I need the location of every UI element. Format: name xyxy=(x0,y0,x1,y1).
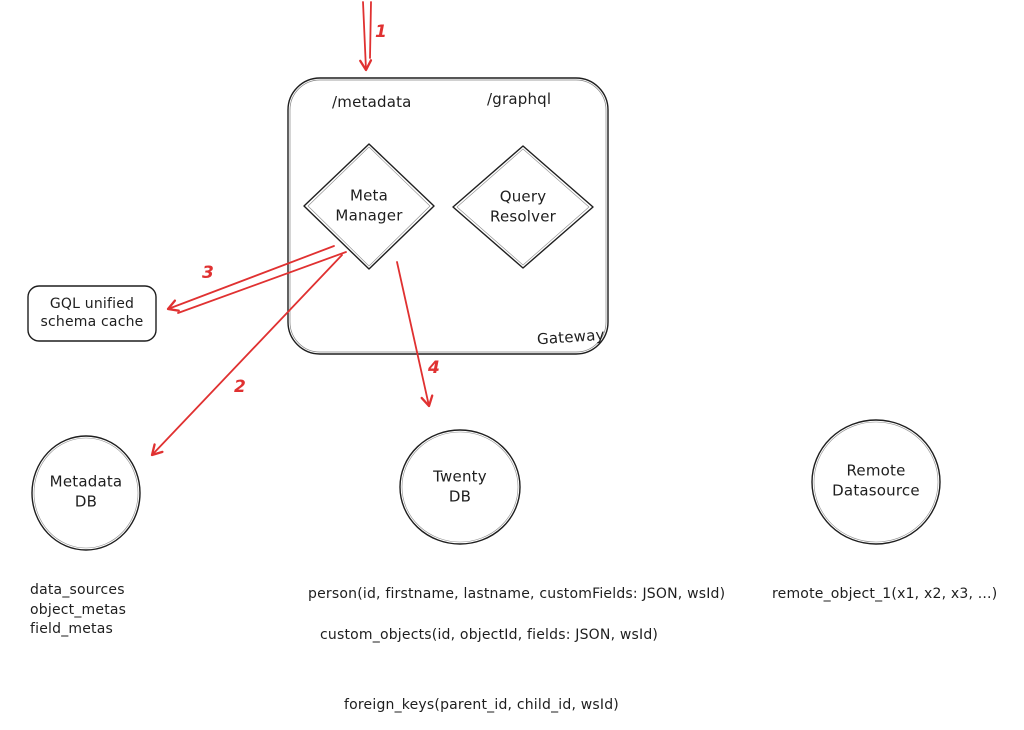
step-3-label: 3 xyxy=(202,263,215,283)
metadata-db-circle-sketch-stroke xyxy=(33,437,139,549)
twenty-db-label: Twenty DB xyxy=(433,467,487,506)
twenty-db-circle xyxy=(399,429,521,545)
meta-manager-diamond xyxy=(303,143,435,270)
endpoint-metadata-label: /metadata xyxy=(332,93,412,111)
custom-objects-table-text: custom_objects(id, objectId, fields: JSO… xyxy=(320,627,659,643)
step-4-label: 4 xyxy=(428,358,441,378)
meta-manager-diamond-sketch-stroke xyxy=(307,146,431,267)
remote-datasource-circle-sketch-stroke xyxy=(813,421,939,543)
remote-datasource-label: Remote Datasource xyxy=(832,461,920,500)
meta-manager-label: Meta Manager xyxy=(335,186,403,225)
metadata-db-label: Metadata DB xyxy=(49,472,123,511)
gql-cache-box xyxy=(27,285,157,342)
arrow-3-sketch-stroke xyxy=(177,251,347,314)
query-resolver-diamond xyxy=(452,145,594,269)
arrow-4-to-twenty-db xyxy=(396,261,434,408)
remote-datasource-circle xyxy=(811,419,941,545)
arrow-2-to-metadata-db xyxy=(150,254,343,457)
metadata-db-circle xyxy=(31,435,141,551)
twenty-db-circle-sketch-stroke xyxy=(401,431,519,543)
metadata-db-tables-text: data_sources object_metas field_metas xyxy=(30,582,127,638)
arrow-1-sketch-stroke xyxy=(369,1,372,59)
endpoint-graphql-label: /graphql xyxy=(487,90,552,108)
foreign-keys-table-text: foreign_keys(parent_id, child_id, wsId) xyxy=(344,697,619,713)
gateway-box xyxy=(287,77,609,355)
query-resolver-label: Query Resolver xyxy=(489,187,557,226)
gql-cache-label: GQL unified schema cache xyxy=(40,295,144,330)
remote-object-table-text: remote_object_1(x1, x2, x3, ...) xyxy=(772,586,998,602)
step-2-label: 2 xyxy=(234,377,247,397)
gateway-box-sketch-stroke xyxy=(289,79,607,353)
arrow-3-to-schema-cache xyxy=(166,245,335,312)
person-table-text: person(id, firstname, lastname, customFi… xyxy=(308,586,726,602)
query-resolver-diamond-sketch-stroke xyxy=(456,148,590,266)
step-1-label: 1 xyxy=(375,22,388,42)
arrow-1-request-in xyxy=(359,1,373,72)
